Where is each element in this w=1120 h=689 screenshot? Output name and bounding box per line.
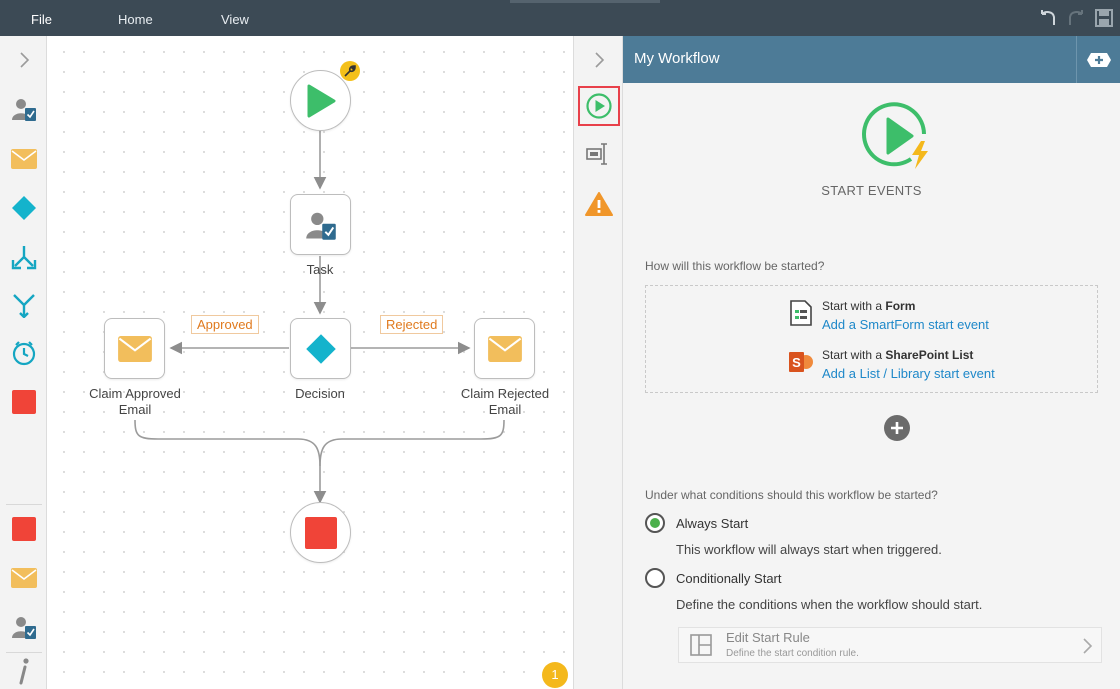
email-icon[interactable] (10, 145, 38, 173)
task-node[interactable] (290, 194, 351, 255)
properties-tab[interactable] (578, 134, 620, 174)
redo-icon[interactable] (1066, 8, 1086, 28)
add-smartform-link[interactable]: Add a SmartForm start event (822, 317, 989, 332)
connector-lines (134, 131, 505, 504)
approved-line-label[interactable]: Approved (191, 315, 259, 334)
undo-icon[interactable] (1038, 8, 1058, 28)
rejected-line-label[interactable]: Rejected (380, 315, 444, 334)
claim-rejected-label: Claim Rejected Email (460, 386, 550, 417)
toolbox (0, 36, 47, 689)
start-node[interactable] (290, 70, 351, 131)
save-icon[interactable] (1094, 8, 1114, 28)
menu-home[interactable]: Home (118, 12, 153, 27)
always-start-radio[interactable] (645, 513, 665, 533)
wrench-icon[interactable] (340, 61, 360, 81)
claim-approved-email-node[interactable] (104, 318, 165, 379)
conditionally-start-description: Define the conditions when the workflow … (676, 597, 983, 612)
decision-node[interactable] (290, 318, 351, 379)
info-icon[interactable] (10, 657, 38, 685)
claim-approved-label: Claim Approved Email (89, 386, 181, 417)
start-events-large-icon (862, 102, 928, 169)
start-options-box: Start with a Form Add a SmartForm start … (645, 285, 1098, 393)
menu-view[interactable]: View (221, 12, 249, 27)
form-option-label: Start with a Form (822, 299, 916, 313)
add-list-library-link[interactable]: Add a List / Library start event (822, 366, 995, 381)
warnings-tab[interactable] (578, 184, 620, 224)
decision-icon (305, 333, 336, 364)
start-events-icon (586, 93, 612, 119)
menu-file[interactable]: File (31, 12, 52, 27)
merge-icon[interactable] (10, 291, 38, 319)
conditionally-start-radio[interactable] (645, 568, 665, 588)
start-question: How will this workflow be started? (645, 259, 825, 273)
decision-node-label: Decision (295, 386, 345, 401)
edit-start-rule-title: Edit Start Rule (726, 630, 810, 645)
panel-title: My Workflow (634, 50, 720, 67)
timer-icon[interactable] (10, 339, 38, 367)
start-events-panel: My Workflow START EVENTS How will this w… (623, 36, 1120, 689)
user-task-icon[interactable] (10, 613, 38, 641)
sharepoint-option-label: Start with a SharePoint List (822, 348, 974, 362)
warning-icon (585, 192, 613, 216)
add-start-event-button[interactable] (884, 415, 910, 441)
claim-rejected-email-node[interactable] (474, 318, 535, 379)
collapse-chevron-icon[interactable] (578, 40, 620, 80)
stop-icon[interactable] (10, 388, 38, 416)
edit-start-rule-description: Define the start condition rule. (726, 648, 859, 659)
chevron-right-icon (1083, 638, 1093, 654)
user-task-icon (305, 212, 336, 240)
user-task-icon[interactable] (10, 95, 38, 123)
notification-count-badge[interactable]: 1 (542, 662, 568, 688)
email-icon[interactable] (10, 564, 38, 592)
stop-icon[interactable] (10, 515, 38, 543)
toolbox-separator (6, 504, 42, 505)
conditions-question: Under what conditions should this workfl… (645, 488, 938, 502)
edit-start-rule-button[interactable]: Edit Start Rule Define the start conditi… (678, 627, 1102, 663)
properties-icon (586, 143, 607, 165)
svg-text:S: S (792, 355, 801, 370)
start-events-tab[interactable] (578, 86, 620, 126)
add-tag-icon (1086, 52, 1111, 67)
plus-icon (891, 422, 903, 434)
panel-header: My Workflow (623, 36, 1120, 83)
top-menu-bar: File Home View (0, 0, 1120, 36)
email-icon (117, 335, 152, 362)
panel-header-button[interactable] (1076, 36, 1120, 83)
form-icon (790, 300, 812, 326)
always-start-description: This workflow will always start when tri… (676, 542, 942, 557)
task-node-label: Task (306, 262, 334, 277)
email-icon (487, 335, 522, 362)
menu-accent-line (510, 0, 660, 3)
always-start-label[interactable]: Always Start (676, 516, 749, 531)
split-icon[interactable] (10, 243, 38, 271)
workflow-canvas[interactable]: Task Decision Claim Approved Email Claim… (48, 36, 572, 689)
end-node[interactable] (290, 502, 351, 563)
section-title: START EVENTS (821, 183, 922, 198)
panel-tab-strip (573, 36, 623, 689)
start-play-icon (307, 84, 335, 117)
decision-icon[interactable] (10, 194, 38, 222)
toolbox-separator (6, 652, 42, 653)
sharepoint-icon: S (789, 352, 813, 372)
expand-chevron-icon[interactable] (10, 46, 38, 74)
rule-layout-icon (690, 634, 712, 656)
conditionally-start-label[interactable]: Conditionally Start (676, 571, 782, 586)
stop-icon (304, 516, 337, 549)
